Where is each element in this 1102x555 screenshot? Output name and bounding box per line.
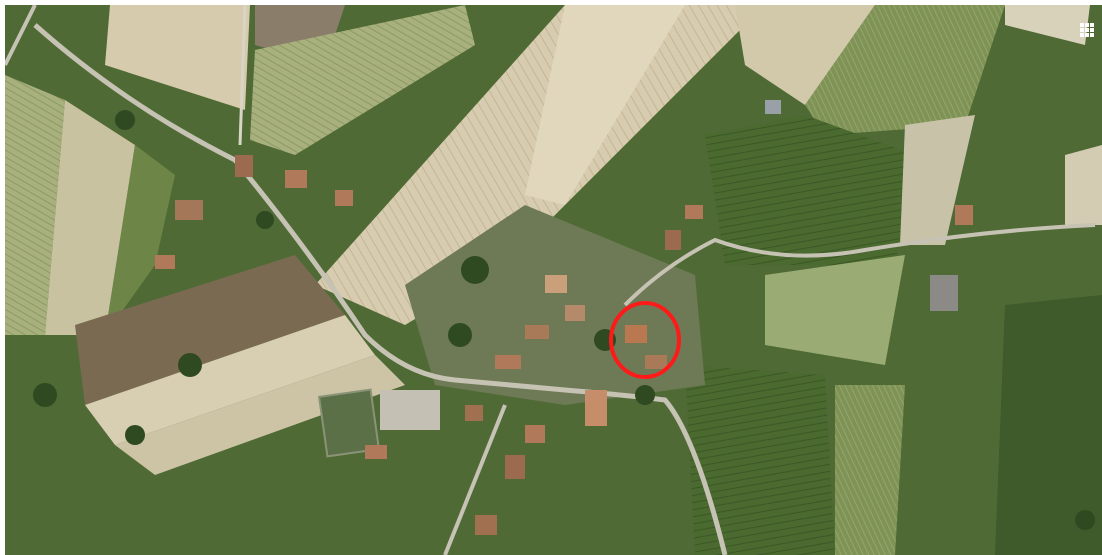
field-lower-right-light (765, 255, 905, 365)
field-left-strips (5, 75, 65, 335)
building-roofs (155, 100, 973, 535)
field-top-striped (250, 5, 475, 155)
field-far-right-pale (1065, 145, 1102, 225)
field-corner-pale (1005, 5, 1090, 45)
field-left-pale (45, 100, 135, 335)
field-top-right-green (805, 5, 1005, 135)
apps-grid-icon[interactable] (1080, 23, 1094, 37)
field-top-left-beige (105, 5, 250, 110)
satellite-imagery[interactable] (5, 5, 1102, 555)
satellite-map[interactable] (5, 5, 1102, 555)
location-marker-ellipse (609, 301, 681, 379)
field-lower-left-pale-2 (115, 355, 405, 475)
field-left-green (105, 145, 175, 335)
field-center-pale (525, 5, 685, 205)
field-top-right-pale (735, 5, 875, 105)
field-far-right-dark (995, 295, 1102, 555)
sports-field (317, 388, 381, 458)
field-lower-left-brown (75, 255, 345, 405)
field-lower-left-pale (85, 315, 375, 445)
tree-clusters (33, 110, 1095, 530)
field-right-dark (705, 115, 915, 265)
road-northwest (5, 5, 37, 66)
village-area (405, 205, 705, 405)
road-south (443, 404, 507, 555)
field-lower-center-dark (685, 365, 835, 555)
parking-area (380, 390, 440, 430)
road-east (623, 223, 1096, 307)
road-main (33, 23, 728, 555)
road-north (238, 5, 247, 146)
field-right-pale (900, 115, 975, 245)
field-lower-right-striped (835, 385, 905, 555)
